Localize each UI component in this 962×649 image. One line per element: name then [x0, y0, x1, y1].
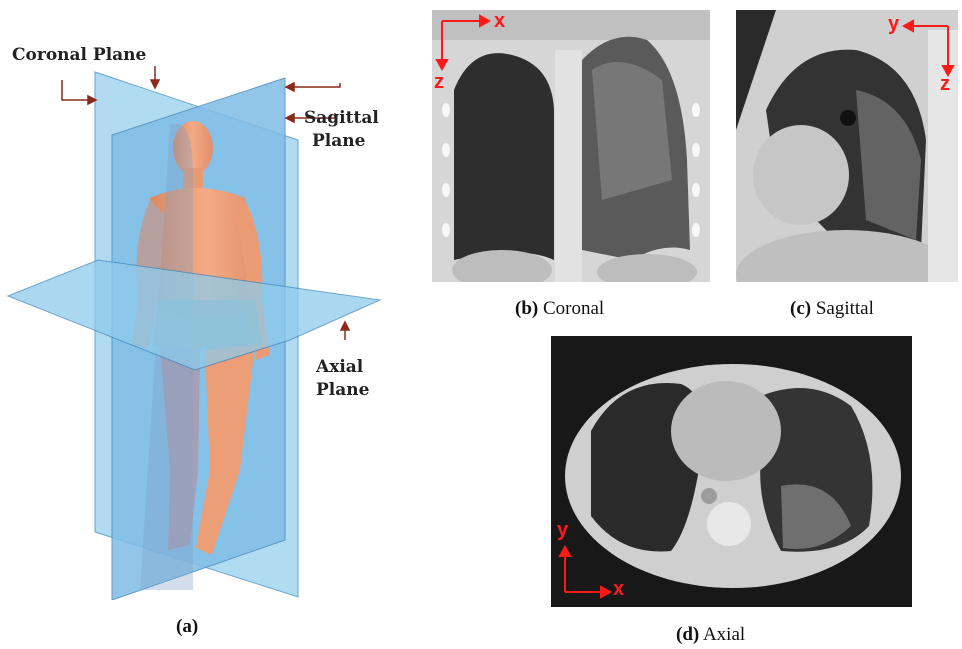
anatomical-planes-figure: Coronal Plane Sagittal Plane Axial Plane…: [0, 0, 400, 649]
caption-d-text: Axial: [703, 624, 745, 645]
caption-a-tag: (a): [176, 616, 198, 637]
axial-axis-y-label: y: [557, 520, 568, 540]
caption-b-text: Coronal: [543, 298, 604, 319]
axial-plane-label: Axial Plane: [316, 356, 369, 402]
axial-axis-x-label: x: [613, 579, 624, 599]
sagittal-ct-drawing: [736, 10, 958, 282]
sagittal-axis-z-label: z: [940, 74, 950, 94]
caption-d-tag: (d): [676, 624, 699, 645]
axial-label-line2: Plane: [316, 380, 369, 400]
caption-b-tag: (b): [515, 298, 538, 319]
sagittal-plane-label: Sagittal Plane: [304, 107, 379, 153]
caption-d: (d) Axial: [676, 624, 745, 646]
caption-b: (b) Coronal: [515, 298, 604, 320]
caption-c-text: Sagittal: [816, 298, 874, 319]
sagittal-axis-y-label: y: [888, 14, 899, 34]
caption-c-tag: (c): [790, 298, 811, 319]
axial-ct-drawing: [551, 336, 912, 607]
caption-c: (c) Sagittal: [790, 298, 874, 320]
axial-ct-image: x y: [551, 336, 912, 607]
axial-label-line1: Axial: [316, 357, 363, 377]
sagittal-label-line2: Plane: [304, 131, 365, 151]
coronal-ct-drawing: [432, 10, 710, 282]
anatomical-planes-illustration: [0, 0, 400, 600]
coronal-axis-x-label: x: [494, 11, 505, 31]
coronal-plane-label: Coronal Plane: [12, 44, 146, 67]
sagittal-label-line1: Sagittal: [304, 108, 379, 128]
coronal-axis-z-label: z: [434, 72, 444, 92]
sagittal-ct-image: y z: [736, 10, 958, 282]
axial-plane: [8, 260, 380, 370]
caption-a: (a): [176, 616, 198, 638]
coronal-ct-image: x z: [432, 10, 710, 282]
